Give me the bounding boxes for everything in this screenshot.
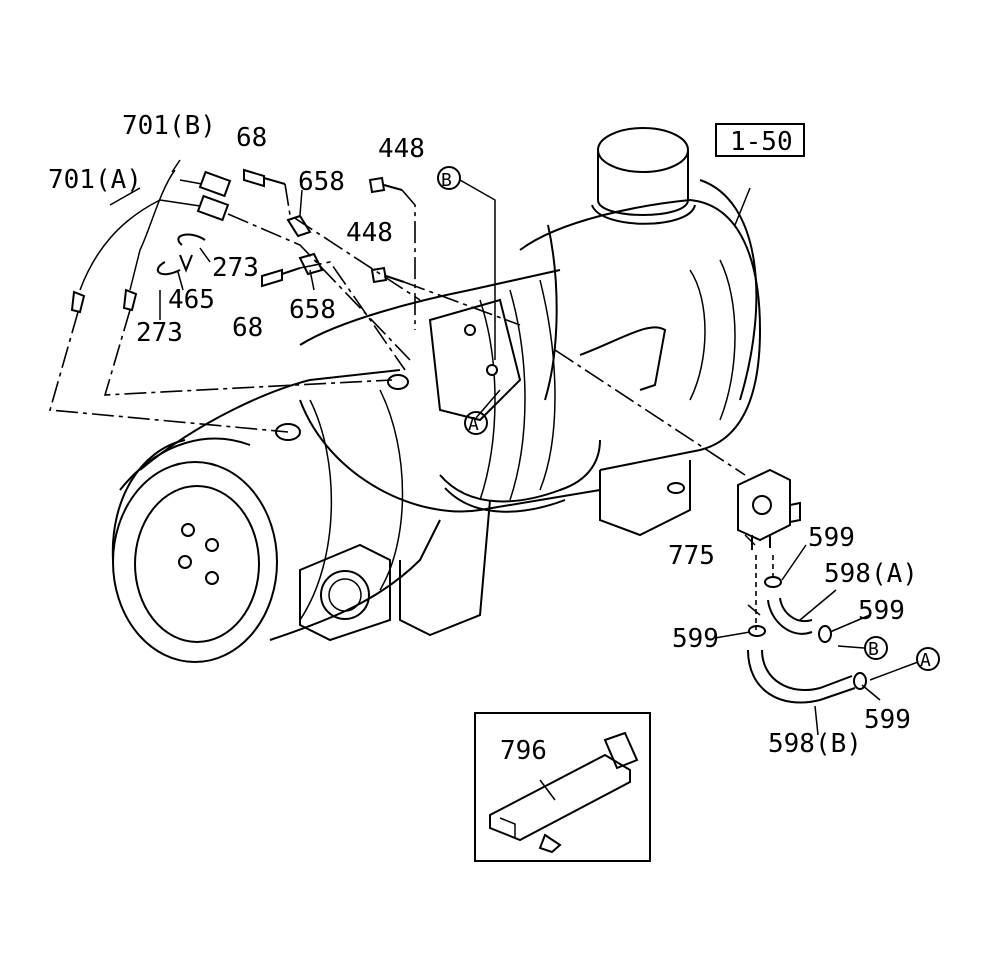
callout-448-top: 448 [378, 134, 425, 164]
marker-b-top: B [441, 170, 452, 191]
marker-a-right-circle [916, 647, 940, 671]
callout-273-right: 273 [212, 253, 259, 283]
marker-b-top-circle [437, 166, 461, 190]
callout-775: 775 [668, 541, 715, 571]
callout-448-mid: 448 [346, 218, 393, 248]
marker-b-right-circle [864, 636, 888, 660]
callout-796: 796 [500, 736, 547, 766]
callout-68-top: 68 [236, 123, 267, 153]
callout-465: 465 [168, 285, 215, 315]
reference-label: 1-50 [730, 127, 793, 157]
callout-598b: 598(B) [768, 729, 862, 759]
callout-68-bottom: 68 [232, 313, 263, 343]
marker-a-mid: A [468, 414, 479, 435]
marker-a-mid-circle [464, 411, 488, 435]
callout-701a: 701(A) [48, 165, 142, 195]
leader-lines [48, 159, 919, 801]
callout-599-2: 599 [858, 596, 905, 626]
callout-599-1: 599 [808, 523, 855, 553]
pressure-sensor-assembly [737, 468, 867, 704]
callout-658-top: 658 [298, 167, 345, 197]
reference-box [715, 123, 805, 157]
marker-b-right: B [868, 639, 879, 660]
callout-599-4: 599 [864, 705, 911, 735]
callout-273-left: 273 [136, 318, 183, 348]
inset-box [474, 712, 651, 862]
marker-a-right: A [920, 650, 931, 671]
callout-658-bottom: 658 [289, 295, 336, 325]
callout-598a: 598(A) [824, 559, 918, 589]
exhaust-temp-sensors [70, 168, 405, 314]
callout-599-3: 599 [672, 624, 719, 654]
callout-701b: 701(B) [122, 111, 216, 141]
dpd-canister [111, 127, 762, 663]
